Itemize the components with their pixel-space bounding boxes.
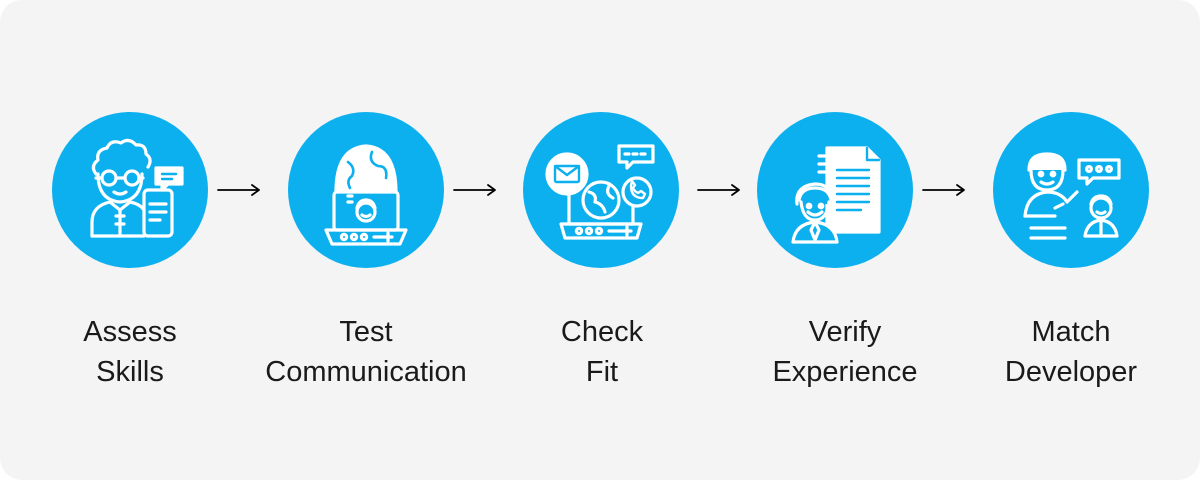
person-with-documents-icon [757, 112, 913, 268]
step-label-assess-skills: Assess Skills [0, 312, 260, 392]
step-label-test-communication: Test Communication [236, 312, 496, 392]
step-label-line2: Developer [1004, 356, 1138, 388]
step-label-line2: Fit [585, 356, 619, 388]
arrow-right-icon [922, 182, 966, 198]
step-label-line2: Communication [265, 356, 467, 388]
step-label-check-fit: Check Fit [472, 312, 732, 392]
step-label-verify-experience: Verify Experience [715, 312, 975, 392]
arrow-right-icon [217, 182, 261, 198]
developer-with-phone-icon [52, 112, 208, 268]
laptop-globe-messages-icon [523, 112, 679, 268]
step-label-match-developer: Match Developer [941, 312, 1200, 392]
step-label-line2: Experience [772, 356, 918, 388]
step-label-line1: Check [560, 316, 644, 348]
step-label-line1: Test [339, 316, 393, 348]
arrow-right-icon [453, 182, 497, 198]
arrow-right-icon [697, 182, 741, 198]
laptop-video-call-icon [288, 112, 444, 268]
step-label-line1: Verify [808, 316, 882, 348]
step-label-line2: Skills [96, 356, 164, 388]
people-matching-chat-icon [993, 112, 1149, 268]
step-label-line1: Match [1031, 316, 1111, 348]
step-label-line1: Assess [83, 316, 177, 348]
